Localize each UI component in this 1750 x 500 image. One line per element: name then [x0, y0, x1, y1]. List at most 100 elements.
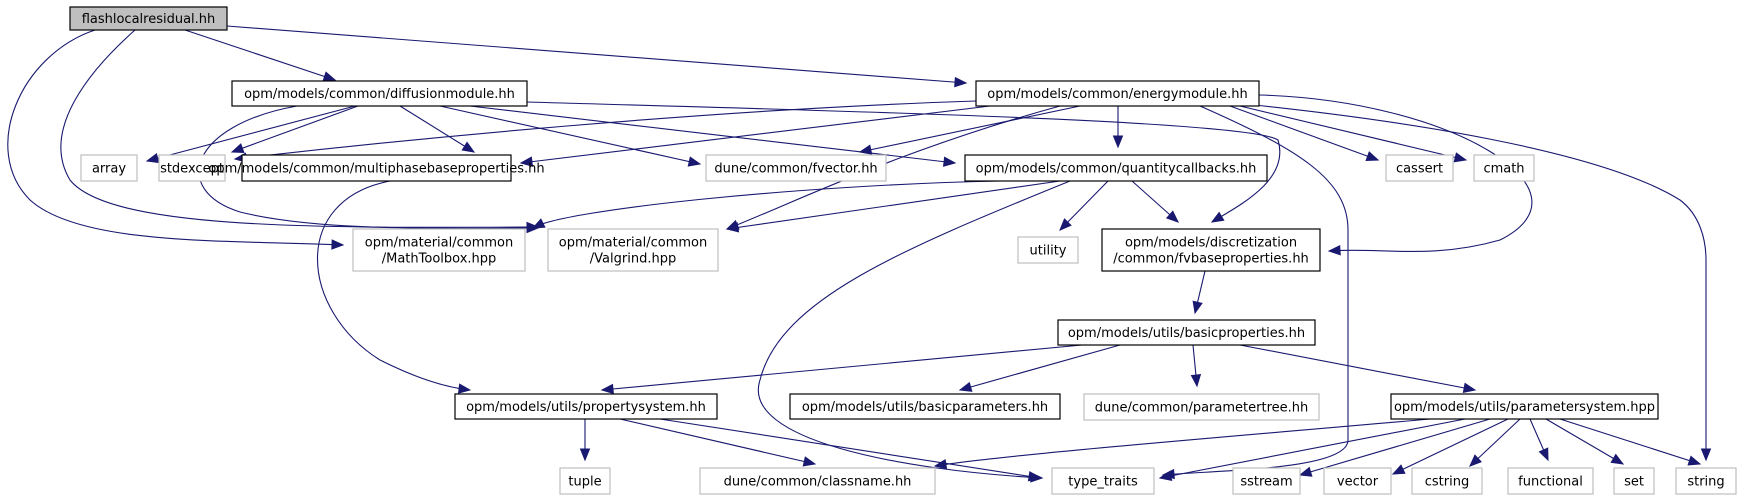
edge-arrowhead: [145, 152, 160, 164]
edge-flashlocalresidual-to-energymodule: [226, 25, 968, 88]
edge-arrowhead: [461, 141, 476, 153]
edge-arrowhead: [1190, 374, 1202, 388]
edge-arrowhead: [1469, 454, 1482, 467]
node-box: [699, 467, 936, 495]
node-basicparameters[interactable]: opm/models/utils/basicparameters.hh: [789, 393, 1061, 420]
node-box[interactable]: [964, 154, 1268, 182]
edge-diffusionmodule-to-fvector: [439, 105, 702, 167]
node-fvbaseproperties[interactable]: opm/models/discretization/common/fvbasep…: [1101, 228, 1321, 272]
node-label: opm/models/utils/basicproperties.hh: [1068, 326, 1305, 341]
edge-arrowhead: [1327, 245, 1341, 256]
node-functional: functional: [1507, 467, 1594, 495]
node-label: dune/common/parametertree.hh: [1095, 401, 1309, 416]
node-label: opm/models/common/energymodule.hh: [987, 87, 1248, 102]
node-label: opm/material/common: [365, 236, 514, 251]
edge-arrowhead: [531, 218, 546, 229]
node-cmath: cmath: [1473, 154, 1535, 182]
edge-arrowhead: [725, 222, 740, 233]
edge-arrowhead: [954, 76, 968, 88]
node-flashlocalresidual[interactable]: flashlocalresidual.hh: [69, 6, 228, 31]
edge-arrowhead: [579, 448, 591, 462]
node-label: cassert: [1396, 162, 1443, 177]
node-stdexcept: stdexcept: [158, 154, 226, 182]
edge-line: [399, 105, 475, 153]
edge-arrowhead: [958, 381, 973, 392]
node-label: type_traits: [1068, 475, 1138, 490]
edge-line: [316, 180, 471, 391]
edge-line: [1559, 418, 1701, 465]
node-label: stdexcept: [160, 162, 224, 177]
edge-quantitycallbacks-to-fvbaseproperties: [1131, 180, 1179, 223]
node-label: /MathToolbox.hpp: [382, 252, 497, 267]
node-label: functional: [1518, 475, 1583, 490]
edge-propertysystem-to-classname: [619, 418, 817, 467]
edge-line: [1229, 105, 1379, 161]
node-label: cstring: [1425, 475, 1469, 490]
node-box[interactable]: [454, 393, 718, 420]
node-box[interactable]: [1101, 228, 1321, 272]
edge-arrowhead: [1365, 151, 1380, 161]
node-quantitycallbacks[interactable]: opm/models/common/quantitycallbacks.hh: [964, 154, 1268, 182]
edge-arrowhead: [1298, 466, 1313, 477]
node-box[interactable]: [1390, 393, 1659, 420]
node-mathtoolbox: opm/material/common/MathToolbox.hpp: [352, 228, 526, 272]
edge-quantitycallbacks-to-type_traits: [757, 180, 1071, 483]
edge-line: [439, 105, 701, 165]
node-box: [705, 154, 887, 182]
node-box[interactable]: [231, 80, 528, 107]
edge-energymodule-to-cmath: [1239, 105, 1468, 163]
node-box: [1675, 467, 1737, 495]
edge-parametersystem-to-classname: [933, 418, 1431, 470]
edge-arrowhead: [1462, 382, 1477, 393]
node-label: dune/common/fvector.hh: [714, 162, 877, 177]
edge-basicproperties-to-propertysystem: [600, 344, 1083, 395]
edge-line: [959, 344, 1121, 391]
edge-arrowhead: [457, 383, 472, 394]
edge-fvbaseproperties-to-basicproperties: [1192, 270, 1206, 315]
edge-flashlocalresidual-to-diffusionmodule: [184, 29, 337, 82]
node-box[interactable]: [789, 393, 1061, 420]
node-label: sstream: [1240, 475, 1292, 490]
node-basicproperties[interactable]: opm/models/utils/basicproperties.hh: [1057, 319, 1316, 346]
edge-arrowhead: [519, 156, 534, 167]
node-box[interactable]: [1057, 319, 1316, 346]
edge-parametersystem-to-sstream: [1298, 418, 1491, 477]
edge-line: [184, 29, 336, 81]
node-multiphasebaseproperties[interactable]: opm/models/common/multiphasebaseproperti…: [208, 154, 545, 182]
node-box: [1507, 467, 1594, 495]
edge-arrowhead: [1192, 300, 1203, 315]
edge-line: [1239, 344, 1476, 391]
node-parametersystem[interactable]: opm/models/utils/parametersystem.hpp: [1390, 393, 1659, 420]
node-label: /Valgrind.hpp: [590, 252, 676, 267]
node-diffusionmodule[interactable]: opm/models/common/diffusionmodule.hh: [231, 80, 528, 107]
node-propertysystem[interactable]: opm/models/utils/propertysystem.hh: [454, 393, 718, 420]
edge-line: [469, 105, 956, 164]
node-box[interactable]: [241, 154, 512, 182]
edge-line: [520, 105, 991, 164]
edge-arrowhead: [1210, 211, 1225, 223]
node-label: opm/models/common/diffusionmodule.hh: [244, 87, 515, 102]
edge-line: [1159, 418, 1466, 479]
edge-line: [757, 180, 1071, 479]
edge-energymodule-to-fvbaseproperties: [1258, 94, 1533, 256]
edge-basicproperties-to-parametertree: [1190, 344, 1202, 388]
node-box[interactable]: [975, 80, 1260, 107]
node-label: dune/common/classname.hh: [724, 475, 912, 490]
edge-line: [859, 105, 1081, 153]
node-string: string: [1675, 467, 1737, 495]
node-label: opm/models/common/quantitycallbacks.hh: [976, 162, 1257, 177]
edge-propertysystem-to-type_traits: [659, 418, 1042, 482]
edge-diffusionmodule-to-array: [145, 105, 356, 164]
node-set: set: [1613, 467, 1655, 495]
edge-energymodule-to-quantitycallbacks: [1112, 106, 1124, 149]
node-box[interactable]: [69, 6, 228, 31]
node-label: vector: [1337, 475, 1379, 490]
edge-flashlocalresidual-to-mathtoolbox: [7, 29, 345, 250]
edge-arrowhead: [1112, 135, 1124, 149]
node-box: [559, 467, 611, 495]
edge-line: [659, 418, 1041, 479]
node-energymodule[interactable]: opm/models/common/energymodule.hh: [975, 80, 1260, 107]
edge-line: [7, 29, 344, 246]
edge-quantitycallbacks-to-mathtoolbox: [531, 180, 1001, 229]
